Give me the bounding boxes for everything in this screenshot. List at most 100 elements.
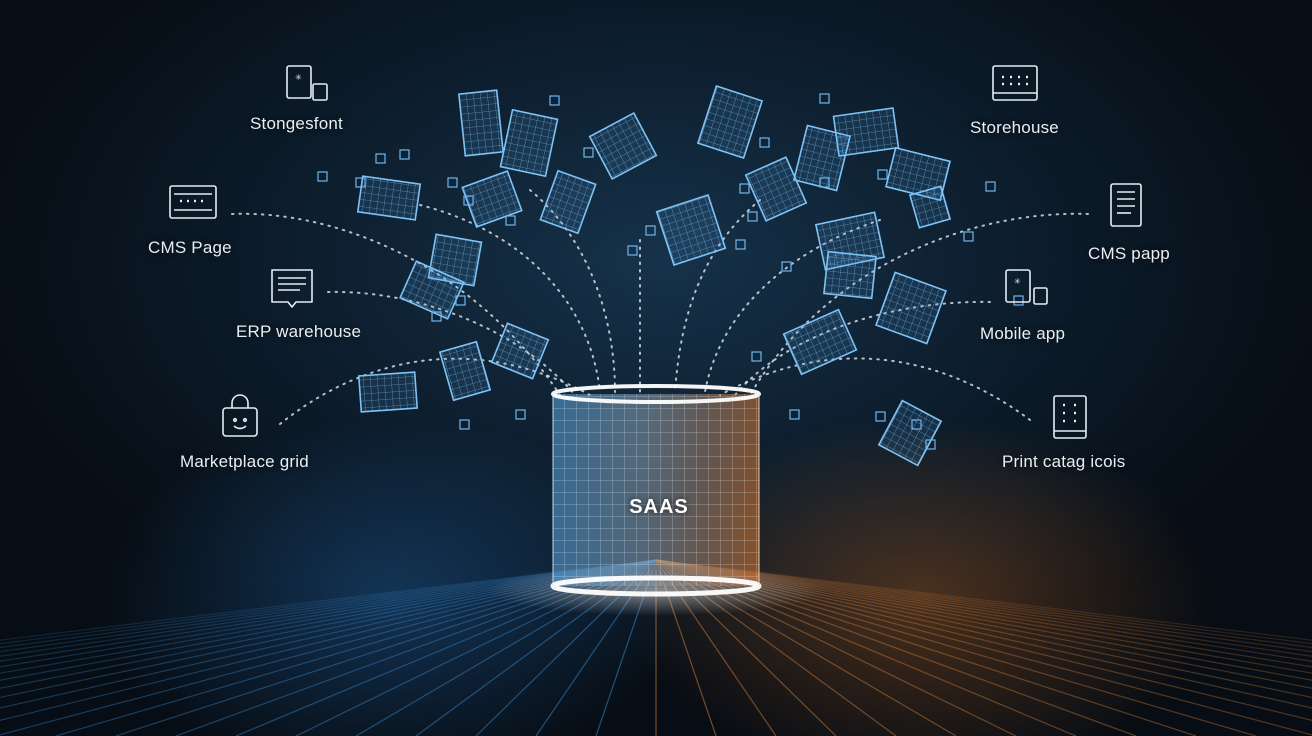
floor-line bbox=[0, 559, 657, 668]
floating-bit bbox=[515, 409, 526, 420]
floating-bit bbox=[645, 225, 656, 236]
floating-bit bbox=[751, 351, 762, 362]
floating-bit bbox=[1013, 295, 1024, 306]
floor-line bbox=[655, 559, 1312, 662]
floating-bit bbox=[759, 137, 770, 148]
floor-line bbox=[655, 559, 1312, 668]
shopping-bag-icon bbox=[222, 394, 258, 437]
connector-fan-4 bbox=[674, 199, 761, 393]
floor-line bbox=[0, 559, 657, 657]
source-label-print-catalog: Print catag icois bbox=[1002, 452, 1126, 471]
mobile-tablet-icon: ✳ bbox=[1005, 269, 1048, 305]
floating-sheet bbox=[696, 85, 764, 159]
floor-line bbox=[0, 559, 657, 662]
connector-mobile-app bbox=[734, 300, 991, 396]
floating-sheet bbox=[588, 111, 658, 181]
floor-line bbox=[0, 559, 657, 653]
floating-sheet bbox=[792, 124, 852, 192]
connector-storehouse bbox=[749, 212, 1089, 396]
connector-cms-page bbox=[231, 212, 561, 396]
connector-print-catalog bbox=[719, 357, 1031, 421]
floating-bit bbox=[375, 153, 386, 164]
floating-bit bbox=[735, 239, 746, 250]
source-label-marketplace-grid: Marketplace grid bbox=[180, 452, 309, 471]
connector-fan-5 bbox=[704, 219, 881, 393]
document-chat-icon bbox=[271, 269, 313, 308]
floating-bits bbox=[317, 93, 1024, 450]
floating-sheet bbox=[655, 194, 727, 266]
floating-bit bbox=[963, 231, 974, 242]
floating-bit bbox=[463, 195, 474, 206]
floating-bit bbox=[819, 93, 830, 104]
floor-line bbox=[0, 559, 657, 645]
floor-line bbox=[655, 559, 1312, 649]
floating-bit bbox=[455, 295, 466, 306]
floating-bit bbox=[459, 419, 470, 430]
floor-line bbox=[655, 559, 1312, 674]
floating-bit bbox=[549, 95, 560, 106]
mobile-tablet-icon: ✳ bbox=[286, 65, 328, 101]
svg-text:✳: ✳ bbox=[1014, 277, 1021, 286]
floating-bit bbox=[925, 439, 936, 450]
floating-bit bbox=[583, 147, 594, 158]
floating-bit bbox=[789, 409, 800, 420]
floor-line bbox=[0, 559, 657, 674]
floating-bit bbox=[447, 177, 458, 188]
floor-line bbox=[655, 559, 1312, 657]
source-label-stongesfont: Stongesfont bbox=[250, 114, 343, 133]
floating-sheet bbox=[782, 308, 858, 376]
floor-line bbox=[0, 559, 657, 641]
floating-sheet bbox=[399, 260, 465, 320]
floating-sheet bbox=[499, 108, 559, 178]
floating-sheet bbox=[908, 185, 952, 229]
floor-line bbox=[655, 559, 1312, 645]
floating-bit bbox=[911, 419, 922, 430]
connector-fan-1 bbox=[419, 204, 601, 393]
floating-bit bbox=[747, 211, 758, 222]
connector-fan-2 bbox=[529, 189, 616, 393]
floating-bit bbox=[505, 215, 516, 226]
catalog-grid-icon bbox=[1053, 395, 1087, 439]
document-icon bbox=[1110, 183, 1142, 227]
floating-bit bbox=[985, 181, 996, 192]
floating-bit bbox=[875, 411, 886, 422]
floating-sheet bbox=[539, 169, 597, 235]
saas-cylinder bbox=[486, 384, 826, 616]
monitor-icon bbox=[992, 65, 1038, 101]
floating-sheet bbox=[877, 399, 943, 467]
floor-line bbox=[655, 559, 1312, 653]
floating-sheet bbox=[357, 371, 419, 413]
floating-bit bbox=[431, 311, 442, 322]
floating-bit bbox=[819, 177, 830, 188]
floating-sheet bbox=[356, 175, 422, 221]
floating-bit bbox=[781, 261, 792, 272]
source-label-cms-papp: CMS papp bbox=[1088, 244, 1170, 263]
floating-sheet bbox=[875, 271, 947, 345]
floating-sheet bbox=[438, 340, 492, 402]
floating-sheet bbox=[744, 156, 808, 222]
floating-sheet bbox=[461, 170, 523, 228]
floor-line bbox=[0, 559, 657, 649]
saas-label: SAAS bbox=[629, 496, 689, 518]
floating-sheet bbox=[832, 107, 900, 157]
floating-sheet bbox=[457, 89, 505, 157]
floating-bit bbox=[739, 183, 750, 194]
floating-bit bbox=[399, 149, 410, 160]
floating-bit bbox=[355, 177, 366, 188]
floating-sheet bbox=[823, 250, 877, 300]
floor-line bbox=[655, 559, 1312, 641]
floating-bit bbox=[627, 245, 638, 256]
svg-text:✳: ✳ bbox=[295, 73, 302, 82]
server-rack-icon bbox=[169, 185, 217, 219]
floating-bit bbox=[317, 171, 328, 182]
floating-bit bbox=[877, 169, 888, 180]
source-label-erp-warehouse: ERP warehouse bbox=[236, 322, 362, 341]
source-label-mobile-app: Mobile app bbox=[980, 324, 1066, 343]
connector-marketplace-grid bbox=[279, 357, 591, 425]
floating-sheet bbox=[490, 322, 550, 380]
connector-lines bbox=[231, 189, 1089, 425]
source-label-cms-page: CMS Page bbox=[148, 238, 232, 257]
source-label-storehouse: Storehouse bbox=[970, 118, 1059, 137]
